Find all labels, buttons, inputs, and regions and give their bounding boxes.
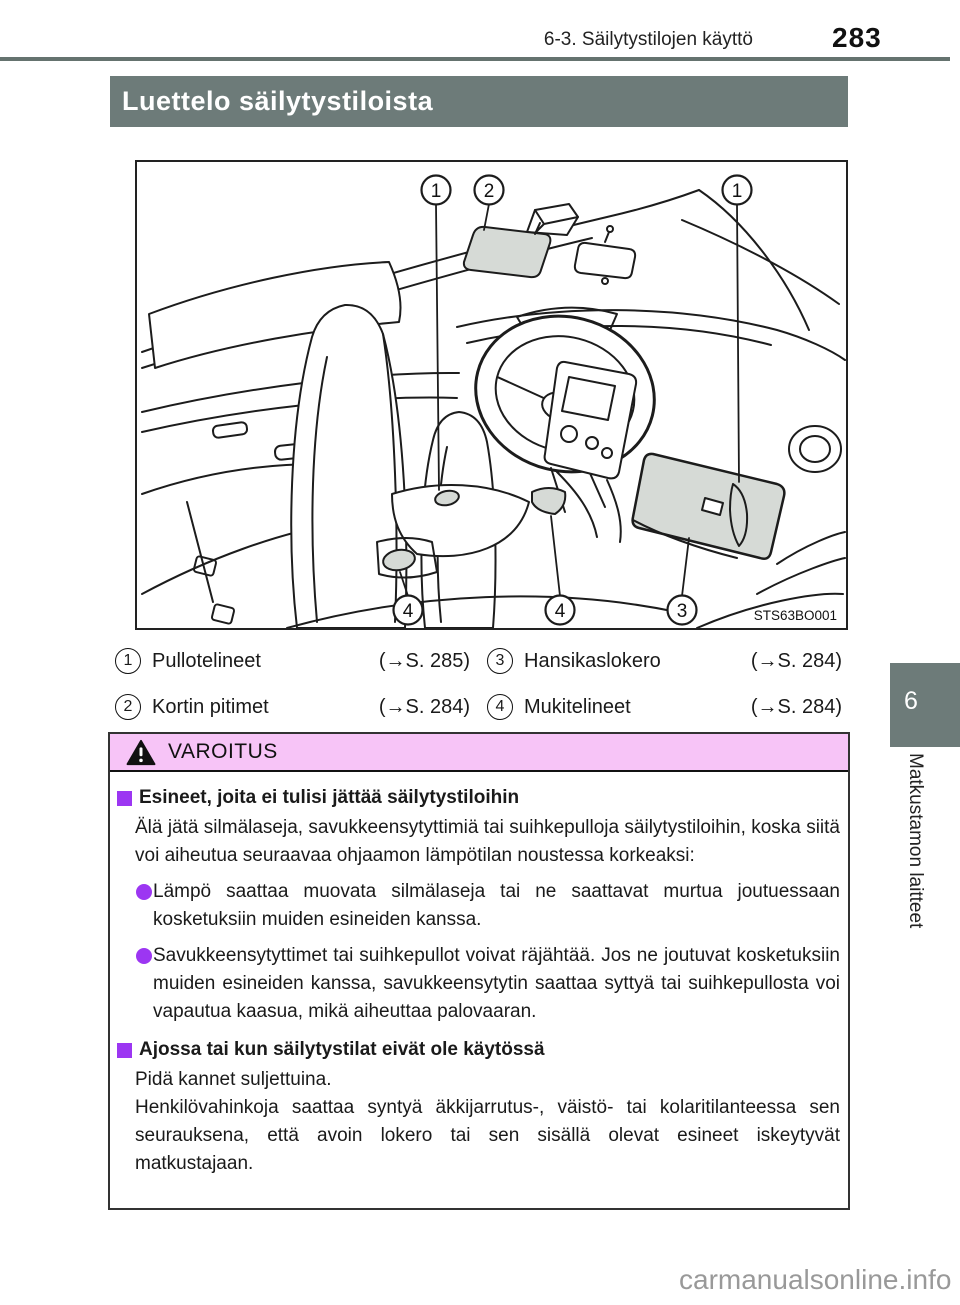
- sun-visor-shaded: [462, 225, 552, 279]
- legend-page-ref: (→S. 284): [378, 695, 470, 718]
- warning-body: Esineet, joita ei tulisi jättää säilytys…: [110, 772, 848, 1178]
- legend-page-ref: (→S. 284): [750, 649, 842, 672]
- warning-subheading-2: Ajossa tai kun säilytystilat eivät ole k…: [117, 1036, 840, 1064]
- legend-page-ref: (→S. 285): [378, 649, 470, 672]
- a-pillar: [698, 189, 810, 331]
- warning-paragraph: Henkilövahinkoja saattaa syntyä äkkijarr…: [135, 1097, 840, 1174]
- warning-triangle-icon: [126, 739, 156, 765]
- interior-figure: 1 2 1 4 4 3 STS63BO001: [135, 160, 848, 630]
- legend-label: Mukitelineet: [524, 695, 631, 718]
- callout-circles: [392, 174, 753, 626]
- legend-number-circle: 1: [115, 648, 141, 674]
- legend-item-pullotelineet: 1 Pullotelineet (→S. 285): [115, 646, 470, 676]
- legend-label: Pullotelineet: [152, 649, 261, 672]
- circle-bullet-icon: [136, 884, 152, 900]
- callout-2-top: 2: [484, 181, 495, 202]
- warning-title: VAROITUS: [168, 740, 278, 763]
- legend-number-circle: 4: [487, 694, 513, 720]
- legend-item-hansikaslokero: 3 Hansikaslokero (→S. 284): [487, 646, 842, 676]
- windshield-base: [681, 219, 840, 305]
- legend-item-mukitelineet: 4 Mukitelineet (→S. 284): [487, 692, 842, 722]
- site-watermark: carmanualsonline.info: [679, 1264, 952, 1295]
- front-cupholder-shaded: [531, 487, 567, 515]
- callout-leader-lines: [399, 203, 740, 597]
- display-screen: [561, 376, 616, 421]
- callout-1-top-right: 1: [732, 181, 743, 202]
- car-interior-drawing: 1 2 1 4 4 3 STS63BO001: [141, 174, 846, 628]
- legend-number-circle: 3: [487, 648, 513, 674]
- door-bottleholder-shaded: [434, 489, 460, 507]
- square-bullet-icon: [117, 1043, 132, 1058]
- legend-number-circle: 2: [115, 694, 141, 720]
- legend-item-kortin-pitimet: 2 Kortin pitimet (→S. 284): [115, 692, 470, 722]
- callout-4-left: 4: [403, 601, 414, 622]
- figure-code: STS63BO001: [754, 608, 837, 623]
- callout-1-top-left: 1: [431, 181, 442, 202]
- rearview-mirror: [573, 241, 637, 280]
- callout-4-mid: 4: [555, 601, 566, 622]
- warning-paragraph: Älä jätä silmälaseja, savukkeensytyttimi…: [135, 817, 840, 866]
- chapter-tab-number: 6: [904, 687, 918, 715]
- seatbelt: [186, 501, 214, 603]
- chapter-tab: 6: [890, 663, 960, 747]
- chapter-title-bar: Luettelo säilytystiloista: [110, 76, 848, 127]
- warning-header: VAROITUS: [110, 734, 848, 772]
- warning-bullet-2: Savukkeensytyttimet tai suihkepullot voi…: [136, 942, 840, 1026]
- callout-3-right: 3: [677, 601, 688, 622]
- warning-subheading-1: Esineet, joita ei tulisi jättää säilytys…: [117, 784, 840, 812]
- center-console: [543, 360, 638, 480]
- page-number: 283: [832, 22, 882, 53]
- legend-page-ref: (→S. 284): [750, 695, 842, 718]
- chapter-title: Luettelo säilytystiloista: [122, 86, 434, 116]
- legend-label: Hansikaslokero: [524, 649, 661, 672]
- warning-box: VAROITUS Esineet, joita ei tulisi jättää…: [108, 732, 850, 1210]
- circle-bullet-icon: [136, 948, 152, 964]
- driver-seat: [290, 303, 408, 628]
- dashboard: [456, 309, 846, 361]
- warning-paragraph: Pidä kannet suljettuina.: [135, 1069, 332, 1090]
- header-section-title: 6-3. Säilytystilojen käyttö: [543, 29, 753, 50]
- chapter-vertical-label: Matkustamon laitteet: [905, 753, 926, 929]
- header-rule: [0, 57, 950, 61]
- square-bullet-icon: [117, 791, 132, 806]
- warning-bullet-1: Lämpö saattaa muovata silmälaseja tai ne…: [136, 878, 840, 934]
- door-pocket-shaded: [729, 483, 749, 547]
- air-vent: [788, 425, 842, 473]
- legend-label: Kortin pitimet: [152, 695, 269, 718]
- rear-cupholder-shaded: [382, 548, 416, 572]
- figure-legend: 1 Pullotelineet (→S. 285) 3 Hansikasloke…: [115, 646, 842, 722]
